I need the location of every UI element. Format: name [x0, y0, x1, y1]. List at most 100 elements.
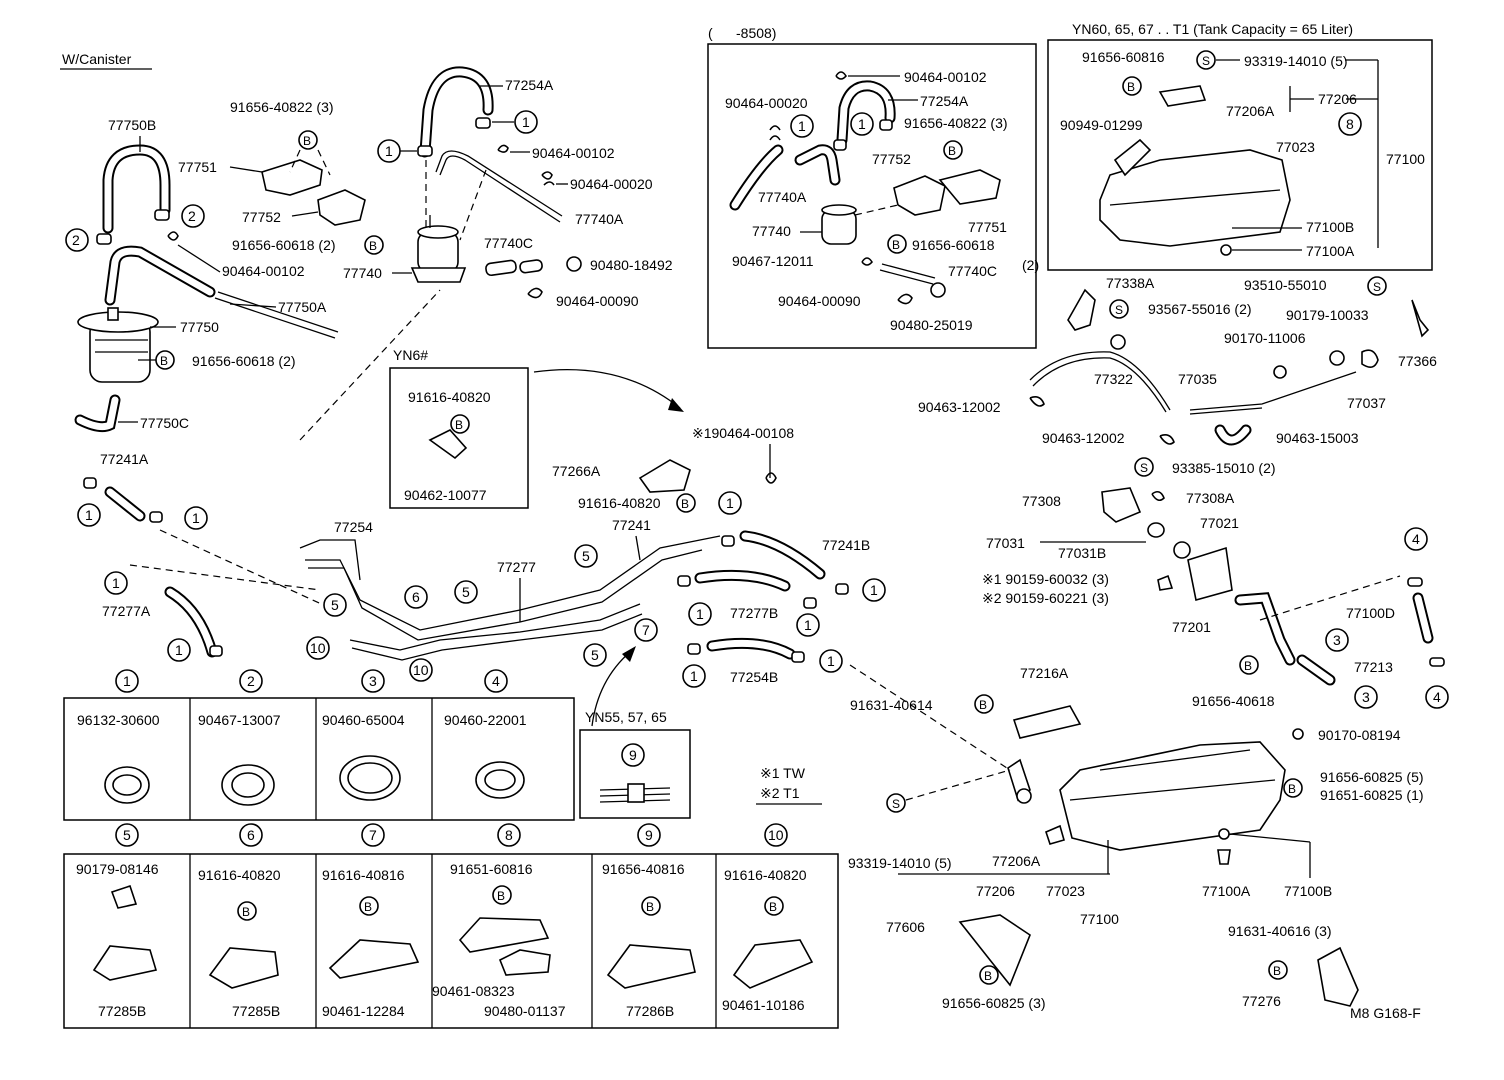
- label-m-77254: 77254: [334, 519, 373, 535]
- svg-text:S: S: [892, 797, 900, 811]
- label-old-77740: 77740: [752, 223, 791, 239]
- label-r-93385-15010: 93385-15010 (2): [1172, 460, 1276, 476]
- label-m-77241B: 77241B: [822, 537, 870, 553]
- label-r-77308A: 77308A: [1186, 490, 1235, 506]
- svg-text:1: 1: [696, 606, 704, 622]
- label-90464-00020: 90464-00020: [570, 176, 653, 192]
- legend-9-sub: 77286B: [626, 1003, 674, 1019]
- canister-group: 77750B 77750A 77750 B 91656-60618 (2) 77…: [65, 99, 384, 433]
- svg-text:4: 4: [492, 673, 500, 689]
- svg-text:3: 3: [369, 673, 377, 689]
- label-r-77201: 77201: [1172, 619, 1211, 635]
- label-b-77100: 77100: [1080, 911, 1119, 927]
- legend-4-part: 90460-22001: [444, 712, 527, 728]
- svg-text:10: 10: [768, 827, 784, 843]
- svg-text:1: 1: [112, 575, 120, 591]
- svg-text:1: 1: [690, 668, 698, 684]
- label-91656-60618-b: 91656-60618 (2): [192, 353, 296, 369]
- label-old-90464-00102: 90464-00102: [904, 69, 987, 85]
- label-r-77338A: 77338A: [1106, 275, 1155, 291]
- label-old-91656-40822: 91656-40822 (3): [904, 115, 1008, 131]
- legend-2-part: 90467-13007: [198, 712, 281, 728]
- svg-text:1: 1: [798, 118, 806, 134]
- note-t1: ※2 T1: [760, 785, 800, 801]
- svg-text:9: 9: [645, 827, 653, 843]
- svg-text:1: 1: [123, 673, 131, 689]
- label-t-90949-01299: 90949-01299: [1060, 117, 1143, 133]
- svg-text:B: B: [1273, 964, 1281, 978]
- legend-5-part: 90179-08146: [76, 861, 159, 877]
- label-t-77023: 77023: [1276, 139, 1315, 155]
- svg-text:B: B: [364, 900, 372, 914]
- svg-text:6: 6: [247, 827, 255, 843]
- yn55-inset: YN55, 57, 65 9: [579, 709, 691, 819]
- yn55-title: YN55, 57, 65: [585, 709, 667, 725]
- label-r-93510-55010: 93510-55010: [1244, 277, 1327, 293]
- label-b-77276: 77276: [1242, 993, 1281, 1009]
- label-b-77100B: 77100B: [1284, 883, 1332, 899]
- label-y-91616-40820: 91616-40820: [408, 389, 491, 405]
- label-r-90170-11006: 90170-11006: [1224, 330, 1306, 346]
- svg-text:5: 5: [331, 597, 339, 613]
- label-r-77021: 77021: [1200, 515, 1239, 531]
- svg-text:1: 1: [522, 114, 530, 130]
- svg-text:B: B: [984, 969, 992, 983]
- svg-text:3: 3: [1362, 689, 1370, 705]
- svg-text:B: B: [455, 418, 463, 432]
- svg-text:B: B: [948, 144, 956, 158]
- svg-text:B: B: [646, 900, 654, 914]
- legend-bottom: 5 90179-08146 77285B 6 91616-40820 B 772…: [63, 823, 839, 1029]
- label-b-77216A: 77216A: [1020, 665, 1069, 681]
- header-tank65: YN60, 65, 67 . . T1 (Tank Capacity = 65 …: [1072, 21, 1353, 37]
- svg-text:8: 8: [1346, 116, 1354, 132]
- label-r-90463-15003: 90463-15003: [1276, 430, 1359, 446]
- legend-3-part: 90460-65004: [322, 712, 405, 728]
- label-b-77023: 77023: [1046, 883, 1085, 899]
- label-t-93319-14010: 93319-14010 (5): [1244, 53, 1348, 69]
- svg-text:1: 1: [858, 116, 866, 132]
- svg-text:1: 1: [385, 143, 393, 159]
- legend-6-sub: 77285B: [232, 1003, 280, 1019]
- svg-text:9: 9: [629, 747, 637, 763]
- main-pipes: ※190464-00108 77266A 91616-40820 B 77241…: [77, 289, 1011, 771]
- svg-text:B: B: [497, 889, 505, 903]
- valve-77740-group: 77254A 1 1 77740A 90464-00102 90464-0002…: [343, 66, 673, 309]
- label-old-77740C: 77740C: [948, 263, 997, 279]
- label-t-91656-60816: 91656-60816: [1082, 49, 1165, 65]
- svg-text:B: B: [303, 134, 311, 148]
- svg-text:1: 1: [804, 617, 812, 633]
- label-r-90179-10033: 90179-10033: [1286, 307, 1369, 323]
- label-90464-00102-a: 90464-00102: [222, 263, 305, 279]
- label-77751: 77751: [178, 159, 217, 175]
- label-90464-00102-b: 90464-00102: [532, 145, 615, 161]
- label-t-77100: 77100: [1386, 151, 1425, 167]
- label-r-91656-40618: 91656-40618: [1192, 693, 1275, 709]
- label-m-77277A: 77277A: [102, 603, 151, 619]
- label-t-77206A: 77206A: [1226, 103, 1275, 119]
- main-tank-group: 77216A 91631-40614 B 90170-08194 B 91656…: [848, 665, 1424, 1011]
- label-old-77752: 77752: [872, 151, 911, 167]
- svg-text:B: B: [769, 900, 777, 914]
- svg-text:2: 2: [247, 673, 255, 689]
- label-old-2: (2): [1022, 257, 1039, 273]
- tank65-box: 91656-60816 B S 93319-14010 (5) 90949-01…: [1047, 39, 1433, 271]
- yn6-title: YN6#: [393, 347, 428, 363]
- label-m-77241: 77241: [612, 517, 651, 533]
- label-r-77100D: 77100D: [1346, 605, 1395, 621]
- svg-text:1: 1: [870, 582, 878, 598]
- legend-7-part: 91616-40816: [322, 867, 405, 883]
- bracket-77751: [261, 159, 323, 196]
- label-old-90464-00090: 90464-00090: [778, 293, 861, 309]
- label-m-90464-00108: ※190464-00108: [692, 425, 794, 441]
- legend-10-sub: 90461-10186: [722, 997, 805, 1013]
- svg-text:B: B: [1127, 80, 1135, 94]
- svg-text:B: B: [1244, 659, 1252, 673]
- label-t-77100A: 77100A: [1306, 243, 1355, 259]
- svg-text:S: S: [1115, 303, 1123, 317]
- label-m-77254B: 77254B: [730, 669, 778, 685]
- label-77750C: 77750C: [140, 415, 189, 431]
- svg-text:77285B: 77285B: [98, 1003, 146, 1019]
- label-m-77277B: 77277B: [730, 605, 778, 621]
- label-b-93319-14010: 93319-14010 (5): [848, 855, 952, 871]
